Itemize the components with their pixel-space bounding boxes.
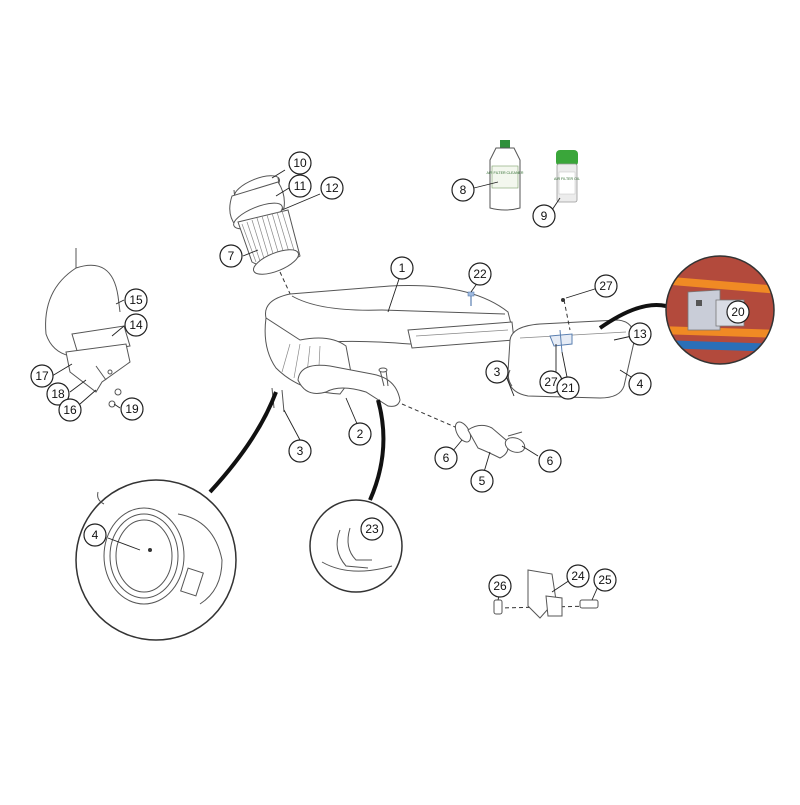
callout-c2: 2: [348, 422, 372, 446]
callout-c3b: 3: [485, 360, 509, 384]
air-filter-assembly: [229, 175, 301, 299]
callout-c7: 7: [219, 244, 243, 268]
zoom-leaders: [208, 303, 667, 501]
spray-label-text: AIR FILTER OIL: [554, 177, 580, 181]
callout-label: 17: [35, 369, 49, 383]
resonator-assembly: [467, 291, 635, 399]
zoom-detail-bracket: [665, 255, 775, 365]
callout-label: 19: [125, 402, 139, 416]
callout-label: 16: [63, 403, 77, 417]
callout-c6b: 6: [538, 449, 562, 473]
callout-c17: 18: [46, 382, 70, 406]
callout-label: 5: [479, 474, 486, 488]
filter-oil-spray: AIR FILTER OIL: [554, 150, 580, 203]
callout-c4b: 4: [628, 372, 652, 396]
callout-c9: 9: [532, 204, 556, 228]
callout-c3a: 3: [288, 439, 312, 463]
callout-c5: 5: [470, 469, 494, 493]
callout-c20: 24: [566, 564, 590, 588]
callout-c18: 19: [120, 397, 144, 421]
callout-label: 25: [598, 573, 612, 587]
callout-label: 23: [365, 522, 379, 536]
callout-c12: 10: [288, 151, 312, 175]
airbox-main: [264, 285, 515, 431]
callout-label: 3: [494, 365, 501, 379]
callout-c16: 17: [30, 364, 54, 388]
callout-c10: 12: [320, 176, 344, 200]
callout-label: 3: [297, 444, 304, 458]
callout-label: 6: [547, 454, 554, 468]
zoom-detail-clamp: [75, 479, 237, 641]
callout-label: 8: [460, 183, 467, 197]
callout-label: 24: [571, 569, 585, 583]
callout-c1: 1: [390, 256, 414, 280]
callout-c25: 21: [556, 376, 580, 400]
callout-c13: 13: [628, 322, 652, 346]
callout-c23: 23: [360, 517, 384, 541]
callout-label: 21: [561, 381, 575, 395]
callout-leaders: [51, 169, 637, 601]
callout-label: 13: [633, 327, 647, 341]
small-parts-group: [493, 569, 599, 619]
callout-label: 11: [294, 179, 307, 193]
callout-label: 20: [731, 305, 745, 319]
cleaner-bottle: AIR FILTER CLEANER: [486, 140, 524, 211]
callout-label: 10: [293, 156, 307, 170]
spray-cap: [556, 150, 578, 166]
callout-label: 22: [473, 267, 487, 281]
callout-c19: 15: [124, 288, 148, 312]
bottle-label-text: AIR FILTER CLEANER: [486, 171, 523, 175]
callout-c6a: 6: [434, 446, 458, 470]
callout-label: 15: [129, 293, 143, 307]
callout-c22: 26: [488, 574, 512, 598]
callout-label: 14: [129, 318, 143, 332]
callout-c4a: 4: [83, 523, 107, 547]
callout-label: 26: [493, 579, 507, 593]
callout-c11: 11: [288, 174, 312, 198]
callout-label: 12: [325, 181, 339, 195]
callout-c15: 14: [124, 313, 148, 337]
callout-label: 4: [92, 528, 99, 542]
callout-label: 1: [399, 261, 406, 275]
callout-c21: 25: [593, 568, 617, 592]
callout-label: 4: [637, 377, 644, 391]
bottle-cap: [500, 140, 510, 148]
callout-c24: 20: [726, 300, 750, 324]
zoom-detail-hose: [309, 499, 403, 593]
callout-label: 2: [357, 427, 364, 441]
coupler-assembly: [454, 421, 526, 459]
callout-label: 18: [51, 387, 65, 401]
callout-label: 27: [599, 279, 613, 293]
callout-c8: 8: [451, 178, 475, 202]
callout-label: 7: [228, 249, 235, 263]
callout-label: 6: [443, 451, 450, 465]
callout-c26: 22: [468, 262, 492, 286]
callout-label: 27: [544, 375, 558, 389]
callout-c27a: 27: [594, 274, 618, 298]
callout-label: 9: [541, 209, 548, 223]
callout-c14: 16: [58, 398, 82, 422]
